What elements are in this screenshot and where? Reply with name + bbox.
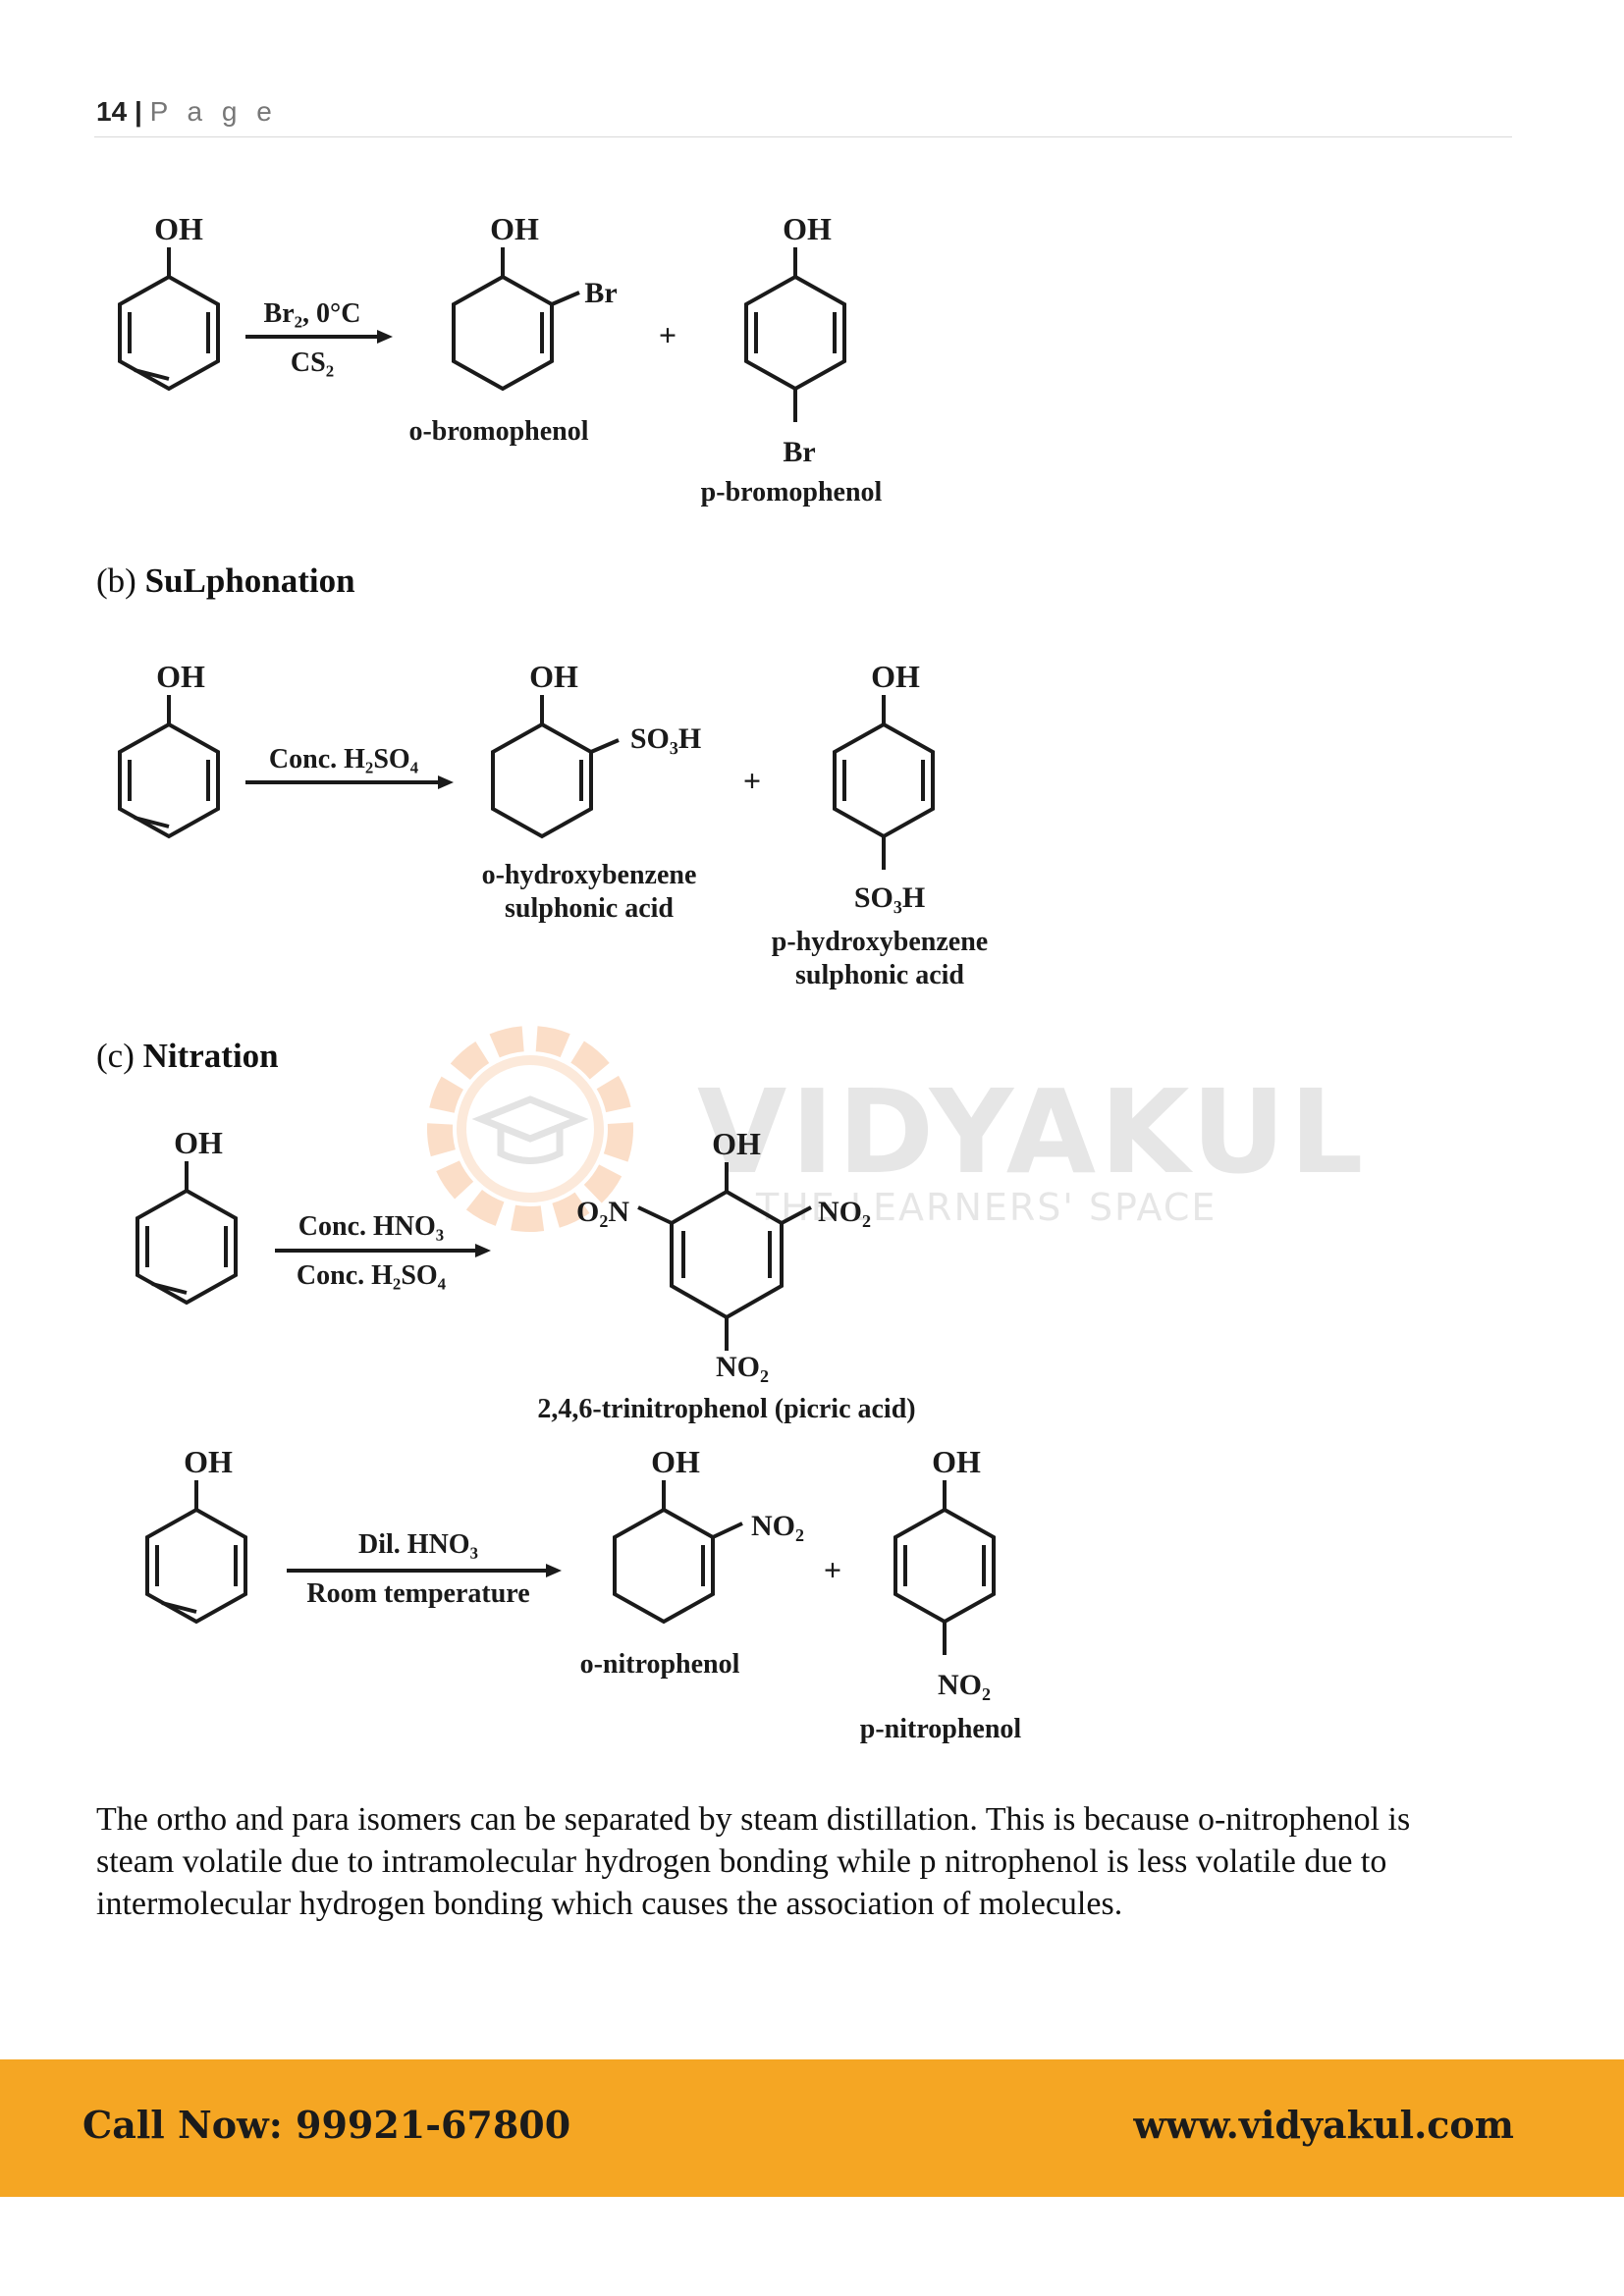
section-c-title: Nitration (142, 1037, 279, 1075)
reactant-phenol-structure: OH (118, 659, 220, 839)
product1-no2-label: NO₂ (751, 1510, 804, 1542)
picric-acid-structure: OH O₂N NO₂ NO₂ 2,4,6-trinitrophenol (pic… (537, 1126, 915, 1424)
product2-oh-label: OH (871, 659, 920, 694)
page-header: 14 | P a g e (96, 96, 278, 128)
product-bottom-no2-label: NO₂ (716, 1351, 769, 1383)
page-label: P a g e (149, 96, 278, 127)
product2-so3h-label: SO₃H (854, 881, 925, 914)
footer-bar: Call Now: 99921-67800 www.vidyakul.com (0, 2059, 1624, 2197)
ortho-nitrophenol-structure: OH NO₂ o-nitrophenol (580, 1444, 804, 1680)
reactant-phenol-structure: OH (145, 1444, 247, 1625)
product2-name: p-nitrophenol (860, 1714, 1022, 1744)
plus-sign: + (743, 763, 761, 798)
page-separator: | (134, 96, 142, 127)
reactant-oh-label: OH (174, 1125, 223, 1160)
reactant-phenol-structure: OH (135, 1125, 238, 1306)
reaction-arrow: Conc. HNO₃ Conc. H₂SO₄ (275, 1211, 491, 1291)
graduation-cap-gear-icon (427, 1026, 633, 1232)
ortho-bromophenol-structure: OH Br o-bromophenol (408, 211, 617, 447)
reagent-top: Conc. H₂SO₄ (269, 744, 419, 774)
call-now-text: Call Now: 99921-67800 (82, 2103, 571, 2147)
product2-oh-label: OH (932, 1444, 981, 1479)
reactant-oh-label: OH (154, 211, 203, 246)
product2-oh-label: OH (783, 211, 832, 246)
para-bromophenol-structure: OH Br p-bromophenol (701, 211, 883, 507)
watermark-brand: VIDYAKUL (697, 1064, 1368, 1200)
product1-name: o-bromophenol (408, 416, 588, 447)
reactant-oh-label: OH (156, 659, 205, 694)
reagent-top: Dil. HNO₃ (358, 1529, 478, 1560)
sulphonation-reaction: OH Conc. H₂SO₄ OH SO₃H o-hydroxybenzene … (118, 659, 988, 990)
reaction-arrow: Dil. HNO₃ Room temperature (287, 1529, 562, 1609)
plus-sign: + (659, 317, 677, 352)
reagent-top: Conc. HNO₃ (298, 1211, 444, 1242)
section-b-title: SuLphonation (144, 561, 355, 600)
product-right-no2-label: NO₂ (818, 1196, 871, 1228)
section-c-heading: (c) Nitration (96, 1037, 279, 1076)
para-hydroxybenzene-sulphonic-acid-structure: OH SO₃H p-hydroxybenzene sulphonic acid (772, 659, 988, 990)
product1-name: o-nitrophenol (580, 1649, 740, 1680)
reagent-top: Br₂, 0°C (264, 298, 361, 329)
nitration-conc-reaction: OH Conc. HNO₃ Conc. H₂SO₄ OH O₂N NO₂ NO₂… (135, 1125, 916, 1424)
ortho-hydroxybenzene-sulphonic-acid-structure: OH SO₃H o-hydroxybenzene sulphonic acid (482, 659, 702, 924)
header-divider (94, 136, 1512, 137)
product1-oh-label: OH (490, 211, 539, 246)
section-b-label: (b) (96, 561, 136, 600)
product1-so3h-label: SO₃H (630, 722, 701, 755)
reagent-bottom: CS₂ (291, 347, 334, 378)
para-nitrophenol-structure: OH NO₂ p-nitrophenol (860, 1444, 1022, 1744)
watermark-tagline: THE LEARNERS' SPACE (756, 1186, 1218, 1229)
plus-sign: + (824, 1552, 841, 1587)
bromination-reaction: OH Br₂, 0°C CS₂ OH Br o-bromophenol + OH… (118, 211, 883, 507)
reagent-bottom: Conc. H₂SO₄ (297, 1260, 447, 1291)
product2-name: p-bromophenol (701, 477, 883, 507)
product-left-no2-label: O₂N (576, 1196, 629, 1228)
product1-name-line1: o-hydroxybenzene (482, 860, 697, 890)
nitration-dil-reaction: OH Dil. HNO₃ Room temperature OH NO₂ o-n… (145, 1444, 1022, 1744)
product1-oh-label: OH (529, 659, 578, 694)
product2-no2-label: NO₂ (938, 1669, 991, 1701)
page-number: 14 (96, 96, 128, 127)
product2-name-line1: p-hydroxybenzene (772, 927, 988, 957)
section-b-heading: (b) SuLphonation (96, 561, 355, 601)
product1-name-line2: sulphonic acid (505, 893, 674, 924)
product2-name-line2: sulphonic acid (795, 960, 964, 990)
product-oh-label: OH (712, 1126, 761, 1161)
product1-oh-label: OH (651, 1444, 700, 1479)
reactant-phenol-structure: OH (118, 211, 220, 392)
product-name: 2,4,6-trinitrophenol (picric acid) (537, 1394, 915, 1424)
section-c-label: (c) (96, 1037, 135, 1075)
reactant-oh-label: OH (184, 1444, 233, 1479)
product1-br-label: Br (584, 277, 617, 309)
product2-br-label: Br (783, 436, 815, 468)
explanation-paragraph: The ortho and para isomers can be separa… (96, 1801, 1411, 1922)
reagent-bottom: Room temperature (306, 1578, 529, 1609)
reaction-arrow: Br₂, 0°C CS₂ (245, 298, 393, 378)
reaction-arrow: Conc. H₂SO₄ (245, 744, 454, 789)
website-link[interactable]: www.vidyakul.com (1133, 2103, 1514, 2147)
